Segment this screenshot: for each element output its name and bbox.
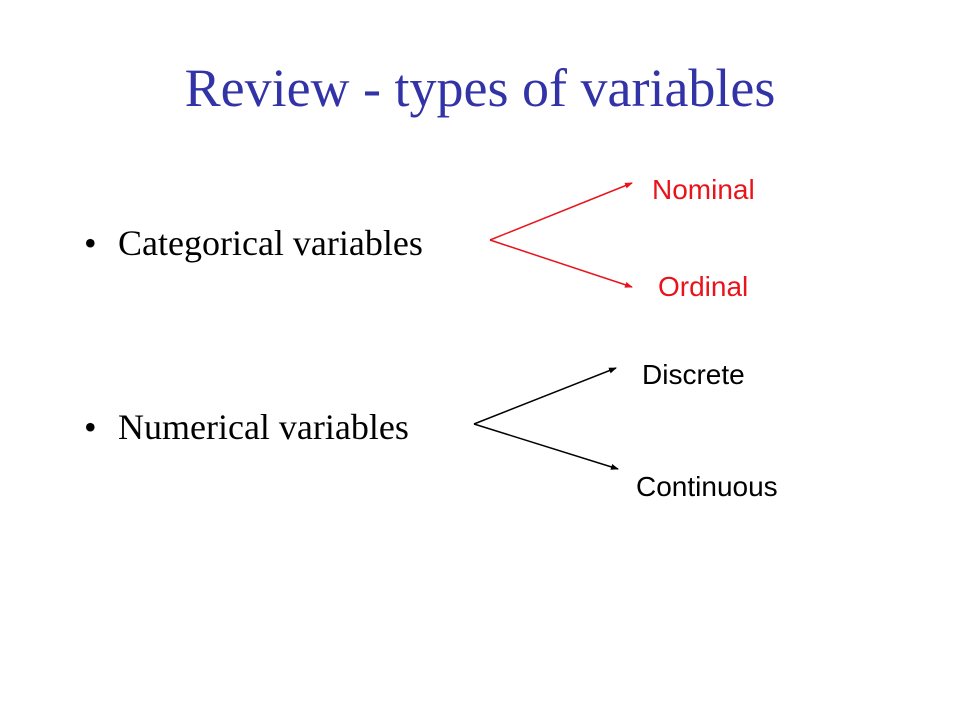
bullet-dot: • [84,223,97,263]
arrow-to-discrete [473,367,617,425]
bullet-categorical: • Categorical variables [84,221,423,265]
categorical-label: Categorical variables [118,223,423,263]
arrow-to-ordinal [489,239,633,288]
bullet-dot: • [84,407,97,447]
numerical-label: Numerical variables [118,407,409,447]
leaf-discrete: Discrete [642,359,745,390]
leaf-continuous: Continuous [636,471,778,502]
leaf-nominal: Nominal [652,174,755,205]
arrow-to-continuous [473,423,619,470]
slide-title: Review - types of variables [184,58,776,118]
bullet-numerical: • Numerical variables [84,405,409,449]
arrow-to-nominal [489,182,633,241]
leaf-ordinal: Ordinal [658,271,749,302]
